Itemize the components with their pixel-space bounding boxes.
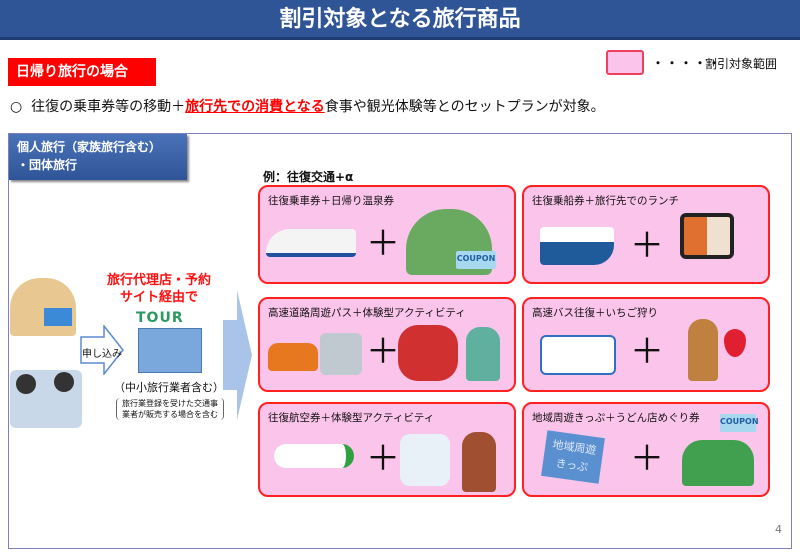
group-tab-line1: 個人旅行（家族旅行含む） [17,140,162,154]
big-arrow-icon [223,290,252,420]
page-number: 4 [775,523,782,536]
card-bus-strawberry: 高速バス往復＋いちご狩り ＋ [522,297,770,392]
card-title: 往復乗船券＋旅行先でのランチ [532,195,679,207]
golfer-icon [466,327,500,381]
counter-consultation-illustration [10,370,82,428]
card-highway-activity: 高速道路周遊パス＋体験型アクティビティ ＋ [258,297,516,392]
farmer-icon [688,319,718,381]
rafting-icon [398,325,458,381]
case-label: 日帰り旅行の場合 [8,58,156,86]
agency-title: 旅行代理店・予約サイト経由で [106,273,211,305]
plus-icon: ＋ [630,439,664,479]
udon-eaters-illustration [682,440,754,486]
highway-icon [320,333,362,375]
coupon-icon: COUPON [456,251,496,269]
tour-logo: TOUR [136,310,184,326]
strawberry-icon [724,329,746,357]
legend-dots: ・・・・・ [652,56,723,70]
car-icon [268,343,318,371]
card-pass-udon: 地域周遊きっぷ＋うどん店めぐり券 地域周遊きっぷ ＋ COUPON [522,402,770,497]
description-after: 食事や観光体験等とのセットプランが対象。 [324,99,605,115]
registration-note: 旅行業登録を受けた交通事業者が販売する場合を含む [116,398,224,420]
apply-label: 申し込み [82,349,122,360]
card-title: 往復航空券＋体験型アクティビティ [268,412,435,424]
plus-icon: ＋ [630,226,664,266]
airplane-icon [274,444,354,468]
card-title: 往復乗車券＋日帰り温泉券 [268,195,394,207]
card-title: 高速道路周遊パス＋体験型アクティビティ [268,307,466,319]
bento-box-icon [680,213,734,259]
example-label: 例：往復交通+α [263,170,354,184]
card-title: 高速バス往復＋いちご狩り [532,307,658,319]
content-frame [8,133,792,549]
ship-icon [540,227,614,265]
description: ○ 往復の乗車券等の移動＋旅行先での消費となる食事や観光体験等とのセットプランが… [10,96,605,116]
apply-arrow-icon [80,325,124,375]
pottery-icon [462,432,496,492]
group-tab-line2: ・団体旅行 [17,158,78,172]
plus-icon: ＋ [366,224,400,264]
legend-swatch [606,50,644,75]
card-ship-lunch: 往復乗船券＋旅行先でのランチ ＋ [522,185,770,284]
card-train-onsen: 往復乗車券＋日帰り温泉券 ＋ COUPON [258,185,516,284]
slide-title: 割引対象となる旅行商品 [0,0,800,40]
small-agency-note: （中小旅行業者含む） [114,381,224,394]
legend-text: 割引対象範囲 [705,57,778,71]
card-title: 地域周遊きっぷ＋うどん店めぐり券 [532,412,700,424]
plus-icon: ＋ [366,439,400,479]
group-tab: 個人旅行（家族旅行含む） ・団体旅行 [9,134,187,180]
description-highlight: 旅行先での消費となる [185,99,325,115]
family-computer-illustration [10,278,76,336]
coupon-icon: COUPON [720,414,759,432]
plus-icon: ＋ [366,332,400,372]
fishing-icon [400,434,450,486]
plus-icon: ＋ [630,332,664,372]
travel-agency-shop-illustration [138,328,202,373]
bullet: ○ [10,99,23,115]
card-flight-activity: 往復航空券＋体験型アクティビティ ＋ [258,402,516,497]
bus-icon [540,335,616,375]
description-before: 往復の乗車券等の移動＋ [31,99,186,115]
regional-pass-ticket: 地域周遊きっぷ [541,430,605,484]
bullet-train-icon [266,229,356,257]
